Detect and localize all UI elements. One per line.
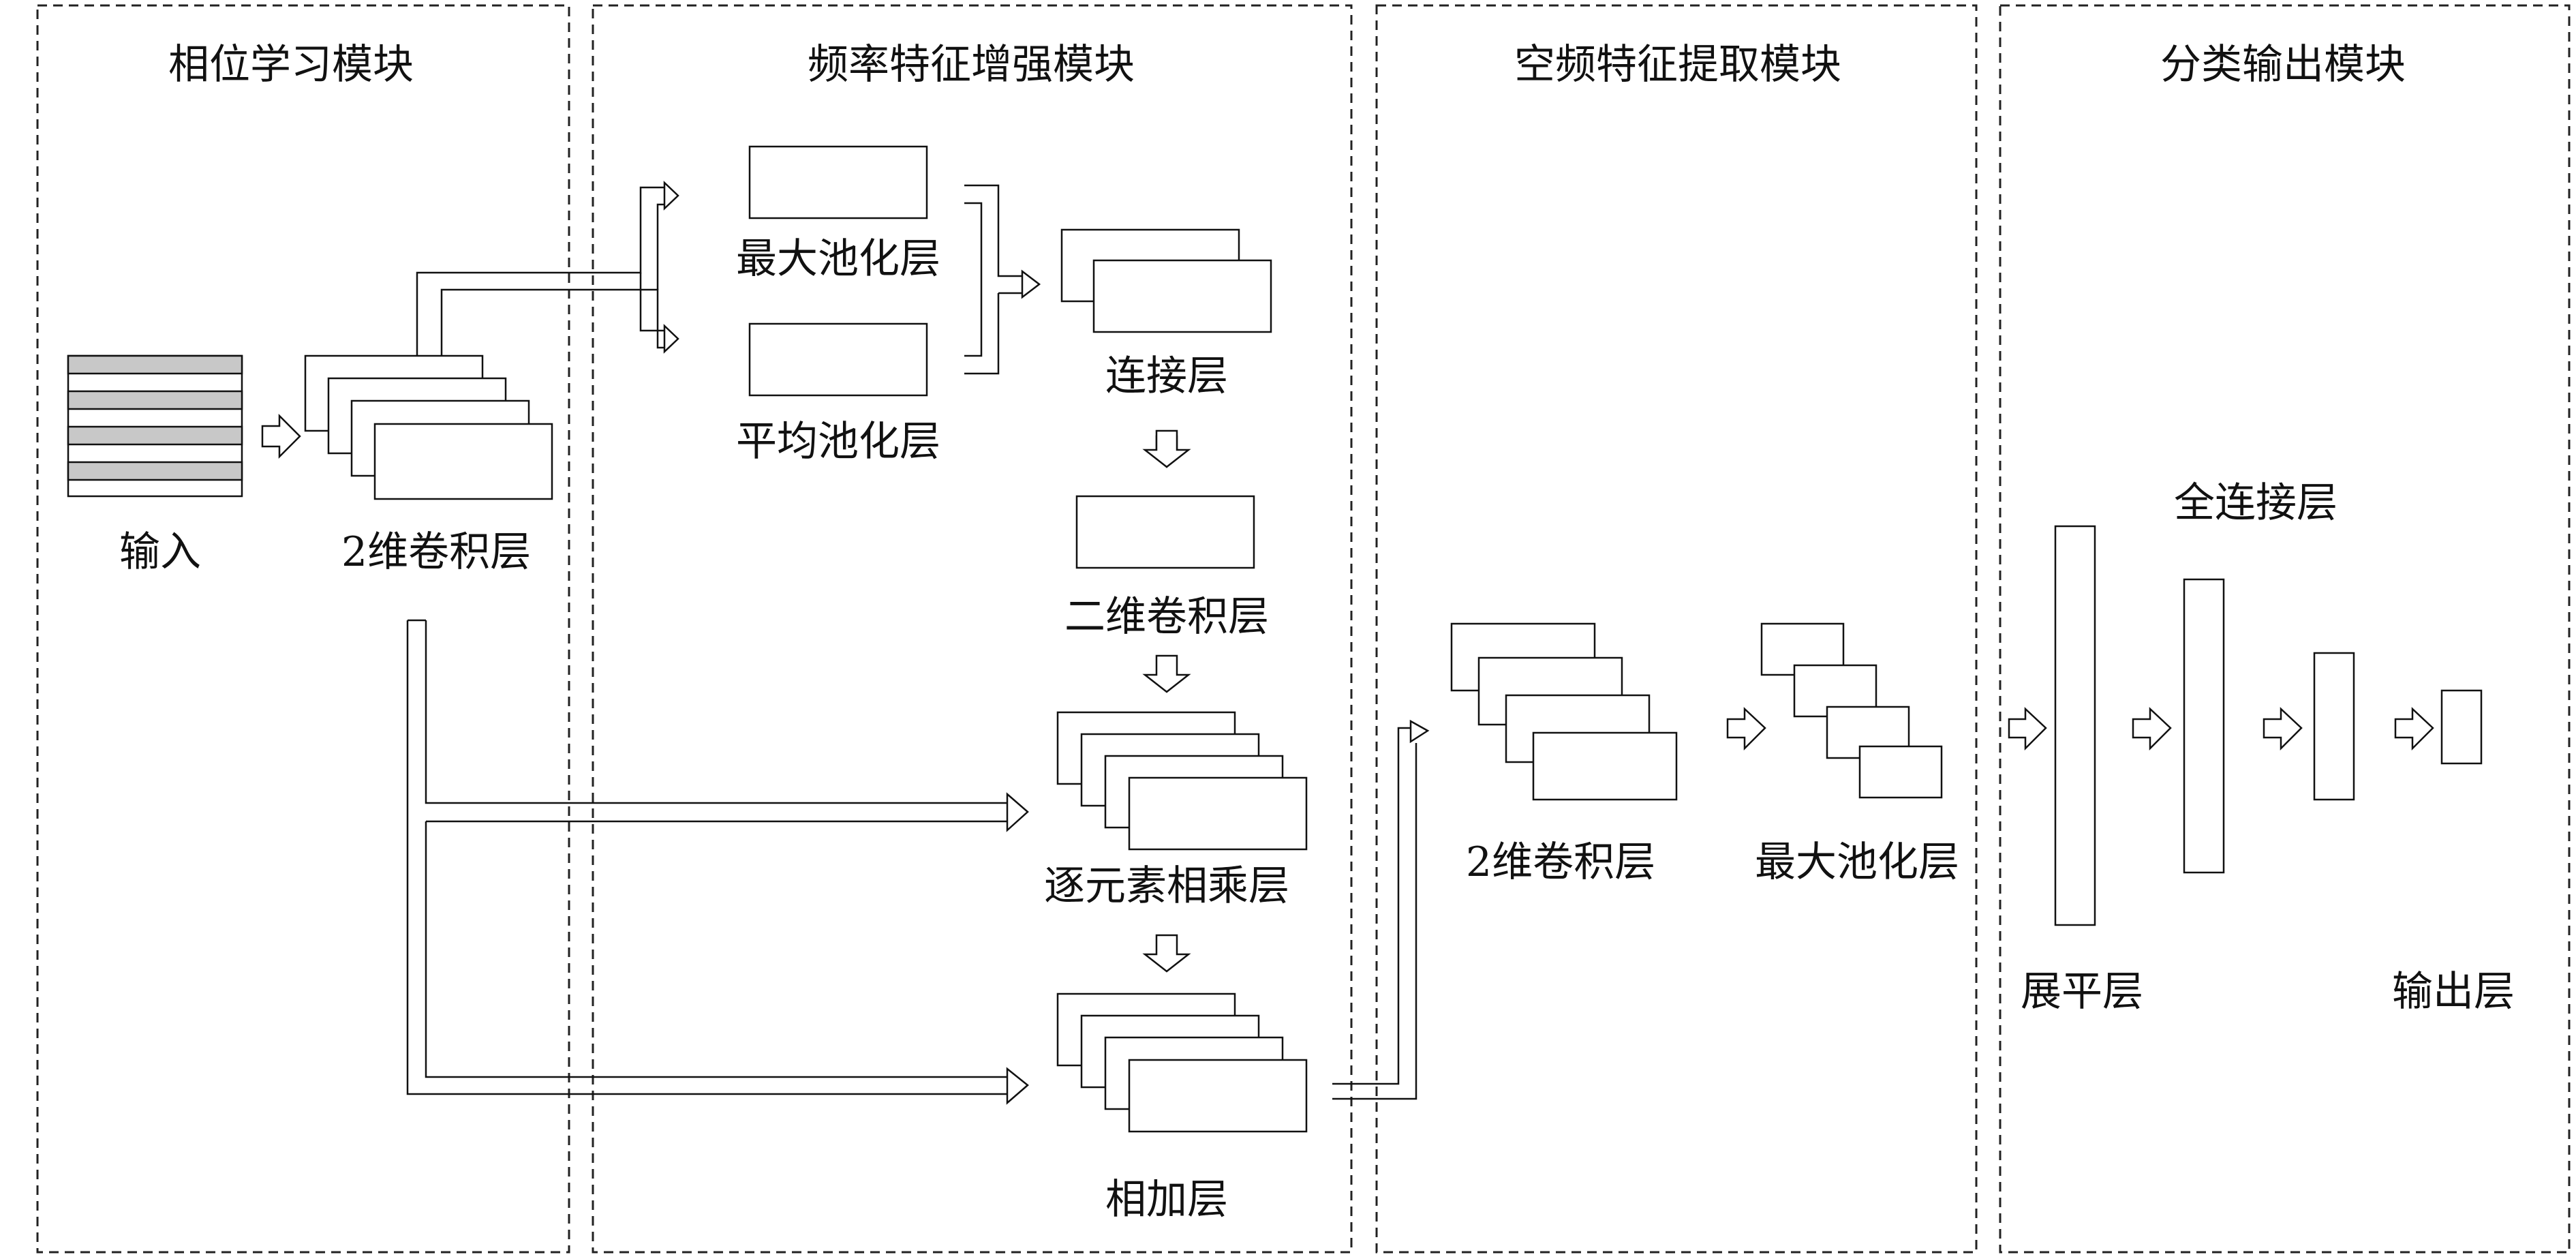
maxpool-a-box <box>748 145 928 219</box>
avgpool-label: 平均池化层 <box>736 418 940 466</box>
add-to-conv-connector <box>1332 727 1417 1100</box>
elemwise-mul-label: 逐元素相乘层 <box>1044 862 1289 910</box>
flatten-label: 展平层 <box>2021 968 2143 1016</box>
arrow-icon <box>663 181 679 211</box>
arrow-icon <box>1006 792 1029 832</box>
output-bar <box>2440 689 2483 765</box>
conv2d-c-stack <box>1450 622 1678 801</box>
arrow-icon <box>2263 707 2303 751</box>
branch-connector-top <box>416 186 664 356</box>
add-label: 相加层 <box>1105 1176 1228 1224</box>
avgpool-box <box>748 322 928 397</box>
arrow-icon <box>1726 707 1766 751</box>
output-label: 输出层 <box>2392 968 2515 1016</box>
conv2d-a-label: 2维卷积层 <box>341 528 531 576</box>
classify-module-title: 分类输出模块 <box>2160 41 2406 89</box>
arrow-icon <box>2008 707 2047 751</box>
spatial-module-title: 空频特征提取模块 <box>1514 41 1841 89</box>
arrow-down-icon <box>1142 934 1191 973</box>
spatial-module-frame <box>1375 4 1978 1254</box>
phase-module-frame <box>36 4 570 1254</box>
arrow-down-icon <box>1142 654 1191 693</box>
fc-bar-2 <box>2313 652 2355 801</box>
flatten-bar <box>2054 525 2096 926</box>
conv2d-b-label: 二维卷积层 <box>1064 593 1269 641</box>
arrow-icon <box>261 413 301 459</box>
arrow-icon <box>1021 269 1041 299</box>
input-label: 输入 <box>119 528 201 576</box>
classify-module-frame <box>1999 4 2571 1254</box>
arrow-icon <box>2132 707 2172 751</box>
arrow-icon <box>1006 1067 1029 1105</box>
arrow-down-icon <box>1142 429 1191 468</box>
conv2d-c-label: 2维卷积层 <box>1466 838 1655 886</box>
freq-module-frame <box>592 4 1353 1254</box>
arrow-icon <box>1409 719 1430 744</box>
maxpool-b-label: 最大池化层 <box>1755 838 1959 886</box>
merge-connector <box>964 184 1022 375</box>
skip-connector <box>406 619 1007 1095</box>
fc-label: 全连接层 <box>2174 479 2337 527</box>
fc-bar-1 <box>2183 578 2225 874</box>
conv2d-b-box <box>1075 495 1255 569</box>
elemwise-mul-stack <box>1056 711 1308 851</box>
phase-module-title: 相位学习模块 <box>168 41 414 89</box>
freq-module-title: 频率特征增强模块 <box>808 41 1135 89</box>
conv2d-a-stack <box>304 354 553 500</box>
input-block <box>67 354 243 498</box>
maxpool-a-label: 最大池化层 <box>736 235 940 283</box>
arrow-icon <box>2394 707 2434 751</box>
add-stack <box>1056 992 1308 1133</box>
concat-stack <box>1060 228 1272 333</box>
maxpool-b-stack <box>1760 622 1943 799</box>
arrow-icon <box>663 324 679 354</box>
concat-label: 连接层 <box>1105 352 1228 400</box>
